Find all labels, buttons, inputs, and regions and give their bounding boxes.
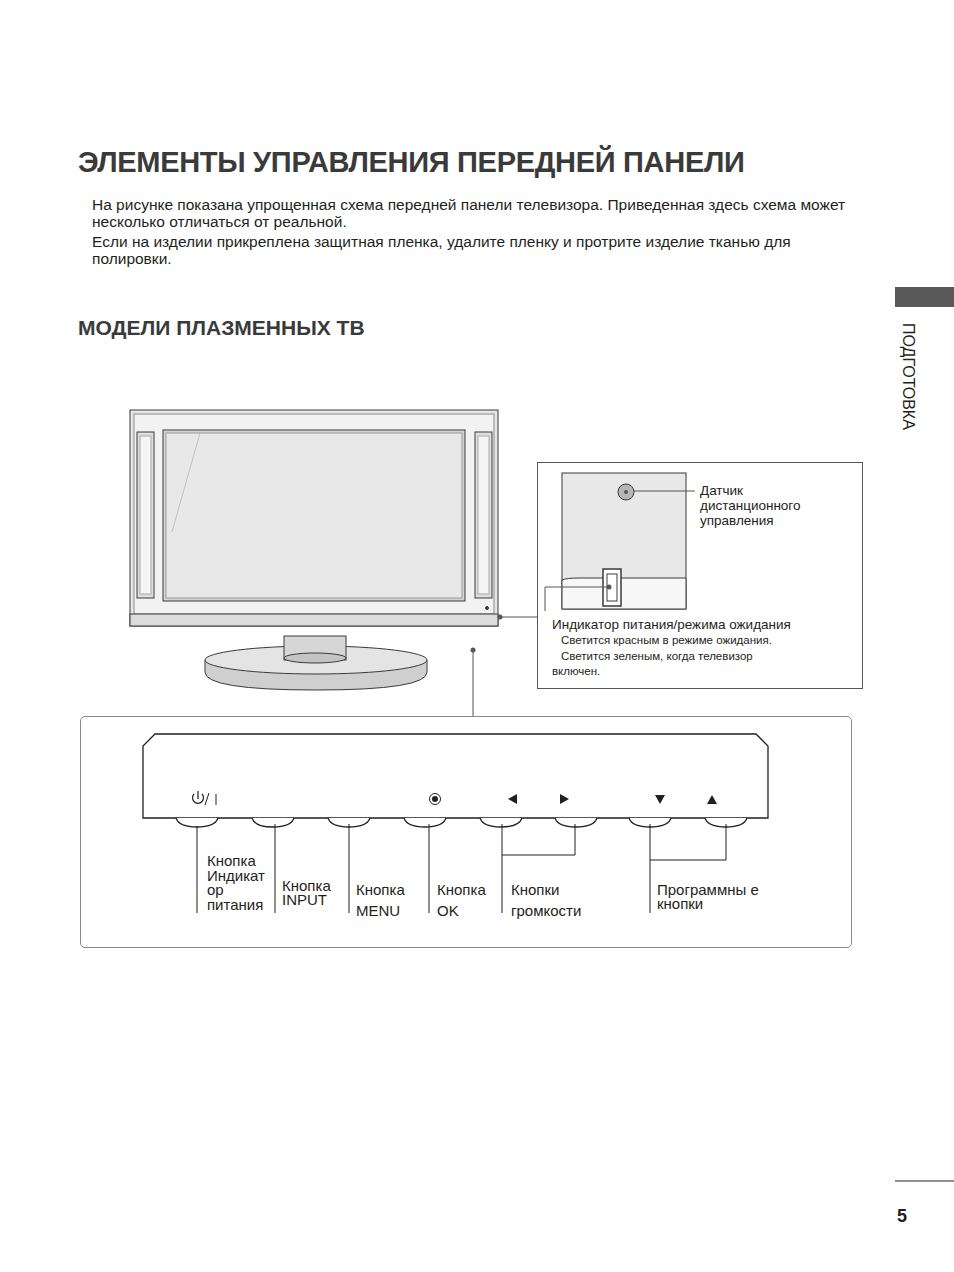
button: [480, 818, 522, 827]
button: [176, 818, 218, 827]
leader-line: [471, 615, 538, 717]
intro-text: Если на изделии прикреплена защитная пле…: [92, 233, 852, 267]
page-title: ЭЛЕМЕНТЫ УПРАВЛЕНИЯ ПЕРЕДНЕЙ ПАНЕЛИ: [78, 146, 745, 179]
node-text: Датчик дистанционного управления: [700, 483, 840, 528]
tab-bar: [895, 287, 954, 307]
tv-illustration: [130, 410, 498, 690]
page-number: 5: [897, 1205, 907, 1227]
rule: [895, 1181, 954, 1182]
callout-box: Датчик дистанционного управленияИндикато…: [537, 462, 863, 689]
node-text: Светится зеленым, когда телевизор включе…: [552, 649, 787, 679]
button: [404, 818, 446, 827]
node-text: Индикатор питания/режима ожидания: [552, 617, 852, 632]
node-text: Программны е кнопки: [657, 883, 769, 911]
node-text: Кнопка MENU: [356, 879, 424, 921]
node-text: Светится красным в режиме ожидания.: [561, 633, 851, 648]
node-text: Кнопки громкости: [511, 879, 606, 921]
node-text: Кнопка INPUT: [282, 879, 344, 907]
intro-text: На рисунке показана упрощенная схема пер…: [92, 196, 852, 230]
node-text: Кнопка OK: [437, 879, 499, 921]
button: [252, 818, 294, 827]
section-heading: МОДЕЛИ ПЛАЗМЕННЫХ ТВ: [78, 315, 365, 340]
button: [555, 818, 597, 827]
button-callout-box: Кнопка Индикат ор питанияКнопка INPUT Кно…: [80, 716, 852, 948]
indicator-detail: [545, 473, 695, 611]
side-tab-label: ПОДГОТОВКА: [899, 323, 918, 430]
node-text: Кнопка Индикат ор питания: [207, 854, 275, 912]
